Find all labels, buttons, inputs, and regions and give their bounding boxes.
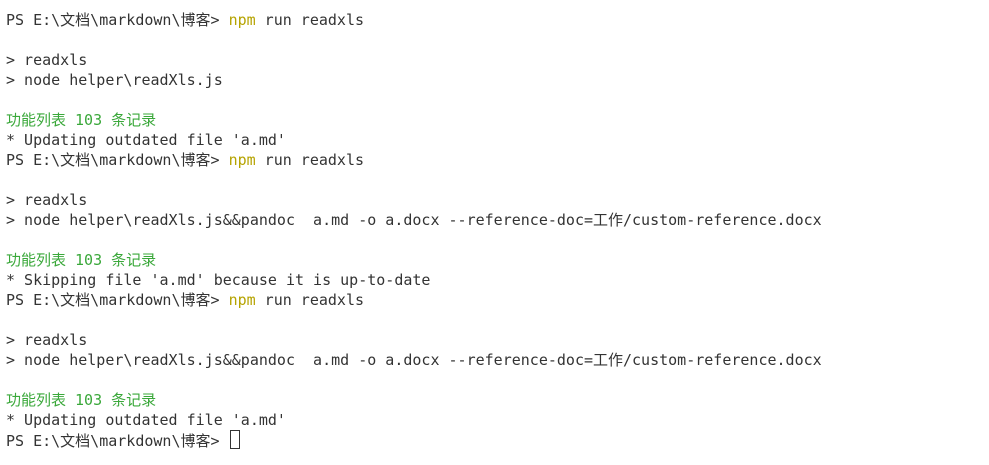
prompt-line: PS E:\文档\markdown\博客> npm run readxls <box>6 150 989 170</box>
prompt: PS E:\文档\markdown\博客> <box>6 291 229 309</box>
output-line: * Updating outdated file 'a.md' <box>6 411 286 429</box>
prompt: PS E:\文档\markdown\博客> <box>6 11 229 29</box>
output-line: > node helper\readXls.js <box>6 71 223 89</box>
output-line: > readxls <box>6 51 88 69</box>
blank-line <box>6 30 989 50</box>
current-prompt-line[interactable]: PS E:\文档\markdown\博客> <box>6 430 989 450</box>
prompt-line: PS E:\文档\markdown\博客> npm run readxls <box>6 10 989 30</box>
text-cursor[interactable] <box>229 430 240 449</box>
output-line: > node helper\readXls.js&&pandoc a.md -o… <box>6 351 822 369</box>
command-args: run readxls <box>255 291 365 309</box>
output-line: > node helper\readXls.js&&pandoc a.md -o… <box>6 211 822 229</box>
record-count-line: 功能列表 103 条记录 <box>6 111 157 129</box>
npm-command: npm <box>228 11 256 29</box>
record-count-line: 功能列表 103 条记录 <box>6 251 157 269</box>
record-count-line: 功能列表 103 条记录 <box>6 391 157 409</box>
prompt: PS E:\文档\markdown\博客> <box>6 151 229 169</box>
blank-line <box>6 230 989 250</box>
blank-line <box>6 90 989 110</box>
prompt: PS E:\文档\markdown\博客> <box>6 432 229 450</box>
output-line: > readxls <box>6 331 88 349</box>
output-line: * Skipping file 'a.md' because it is up-… <box>6 271 431 289</box>
prompt-line: PS E:\文档\markdown\博客> npm run readxls <box>6 290 989 310</box>
npm-command: npm <box>228 151 256 169</box>
npm-command: npm <box>228 291 256 309</box>
blank-line <box>6 170 989 190</box>
blank-line <box>6 370 989 390</box>
output-line: > readxls <box>6 191 88 209</box>
output-line: * Updating outdated file 'a.md' <box>6 131 286 149</box>
command-args: run readxls <box>255 151 365 169</box>
blank-line <box>6 310 989 330</box>
command-args: run readxls <box>255 11 365 29</box>
